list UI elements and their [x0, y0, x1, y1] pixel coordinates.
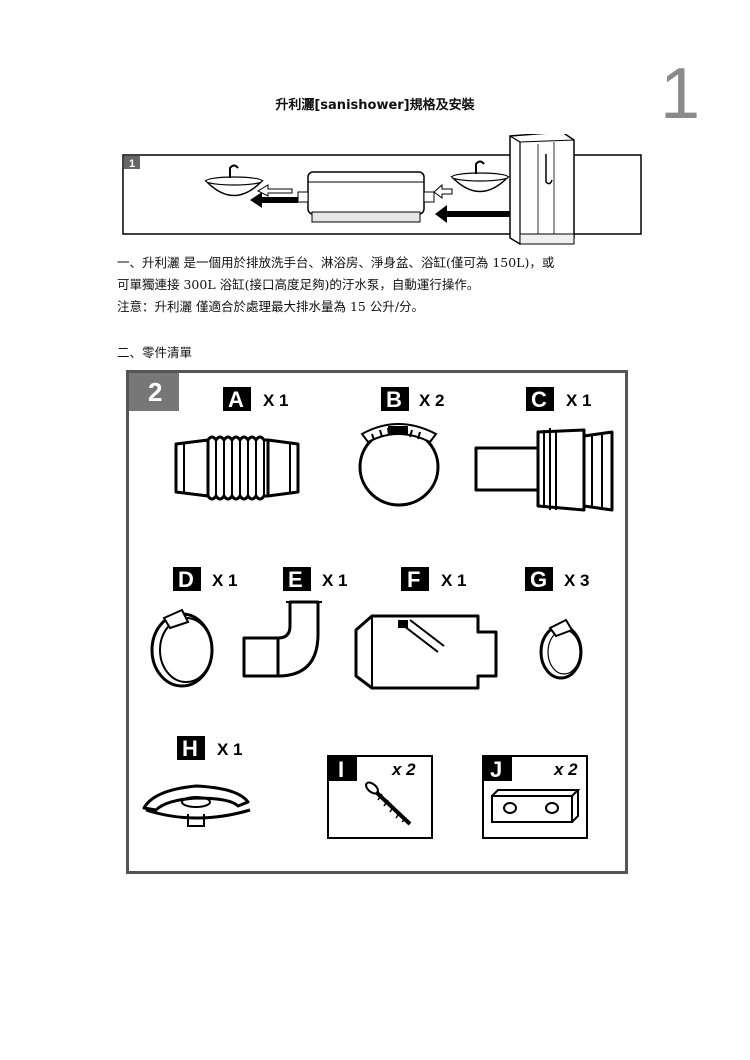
outlet-adapter-icon: [474, 428, 614, 512]
bellows-connector-icon: [174, 435, 300, 501]
part-b-label-box: [381, 387, 409, 411]
part-c-quantity: X 1: [566, 391, 592, 410]
part-d-label-box: [173, 567, 201, 591]
parts-list-heading: 二、零件清單: [117, 345, 193, 360]
figure-2-number-box: [129, 373, 179, 411]
intro-line-1: 一、升利灑 是一個用於排放洗手台、淋浴房、淨身盆、浴缸(僅可為 150L)，或: [117, 255, 555, 270]
figure-1-installation: 1: [122, 134, 642, 245]
part-b-letter: B: [386, 387, 402, 412]
intro-note: 注意：升利灑 僅適合於處理最大排水量為 15 公升/分。: [117, 299, 425, 314]
figure-2-parts-list: 2 A X 1 B X 2 C X 1 D X 1 E X 1: [126, 370, 628, 874]
part-d-quantity: X 1: [212, 571, 238, 590]
part-e-label-box: [283, 567, 311, 591]
left-washbasin-icon: [204, 164, 264, 197]
part-f-quantity: X 1: [441, 571, 467, 590]
page-number: 1: [660, 54, 701, 134]
part-e-letter: E: [288, 567, 303, 592]
part-h-letter: H: [182, 736, 198, 761]
shower-cabin-icon: [509, 134, 575, 245]
part-c-label-box: [526, 387, 554, 411]
part-f-letter: F: [407, 567, 420, 592]
part-h-quantity: X 1: [217, 740, 243, 759]
right-washbasin-icon: [450, 160, 510, 193]
figure-1-number-box: [124, 156, 140, 169]
pipe-clip-icon: [150, 608, 214, 688]
part-b-quantity: X 2: [419, 391, 445, 410]
part-j-quantity: x 2: [553, 760, 578, 779]
part-i-quantity: x 2: [391, 760, 416, 779]
part-a-quantity: X 1: [263, 391, 289, 410]
part-g-label-box: [525, 567, 553, 591]
hose-clamp-icon: [358, 423, 440, 507]
part-e-quantity: X 1: [322, 571, 348, 590]
part-f-label-box: [401, 567, 429, 591]
figure-1-number: 1: [129, 158, 135, 170]
screw-icon: [365, 781, 412, 826]
part-j-label-box: [484, 757, 512, 781]
part-d-letter: D: [178, 567, 194, 592]
part-i-letter: I: [338, 757, 344, 782]
elbow-fitting-icon: [242, 600, 322, 678]
part-g-quantity: X 3: [564, 571, 590, 590]
intro-line-2: 可單獨連接 300L 浴缸(接口高度足夠)的汙水泵，自動運行操作。: [117, 277, 480, 292]
sanishower-pump-icon: [297, 171, 435, 223]
floor-drain-icon: [142, 784, 251, 827]
inflow-arrow-icon: [433, 183, 512, 223]
spacer-block-icon: [491, 789, 581, 823]
part-c-letter: C: [531, 387, 547, 412]
part-j-letter: J: [490, 757, 502, 782]
part-i-label-box: [329, 757, 357, 781]
document-title: 升利灑[sanishower]規格及安裝: [275, 98, 475, 113]
discharge-arrow-icon: [250, 184, 298, 208]
part-a-letter: A: [228, 387, 244, 412]
part-a-label-box: [223, 387, 251, 411]
figure-2-number: 2: [148, 377, 162, 407]
small-clamp-icon: [539, 618, 583, 680]
part-h-label-box: [177, 736, 205, 760]
check-valve-icon: [354, 614, 498, 690]
part-g-letter: G: [530, 567, 547, 592]
